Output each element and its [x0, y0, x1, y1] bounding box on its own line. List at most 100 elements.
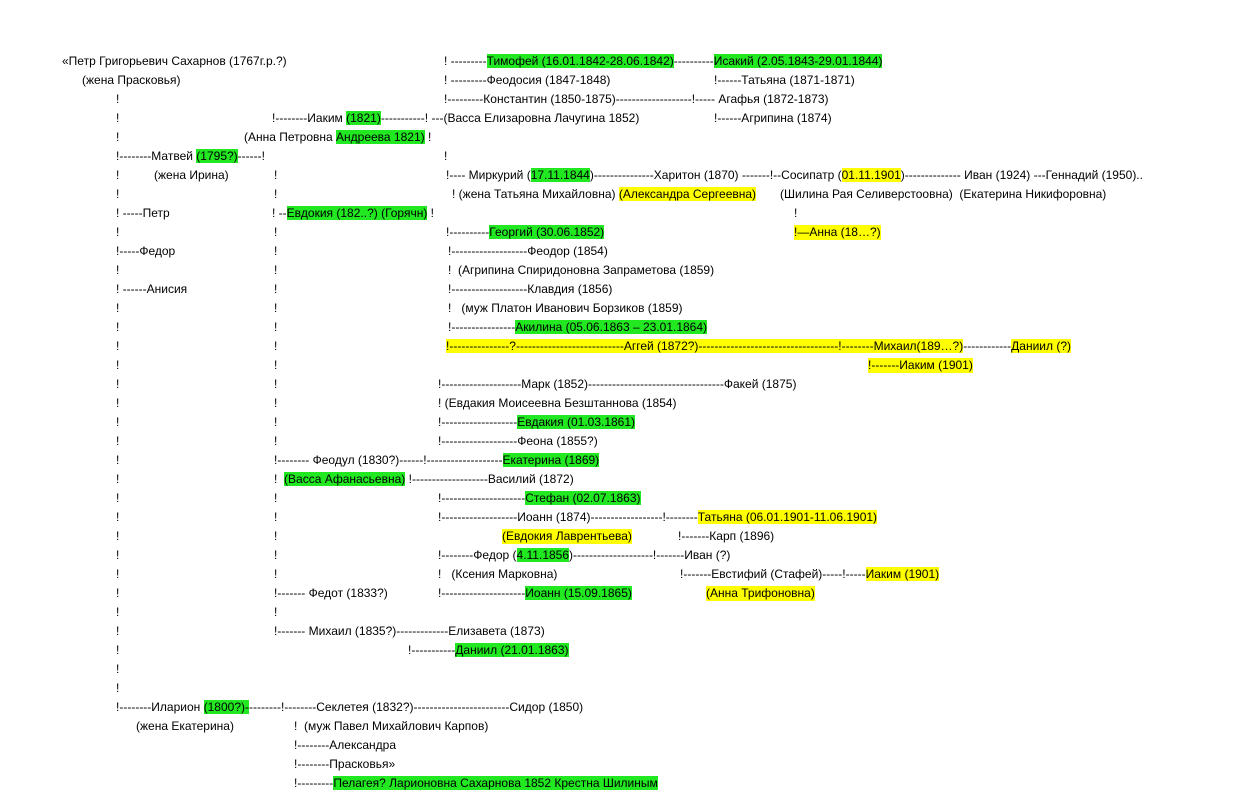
line-32-left: ! [116, 643, 120, 657]
line-15-left: ! [116, 320, 120, 334]
highlight-yellow: Татьяна (06.01.1901-11.06.1901) [697, 510, 878, 524]
line-16-left: ! [116, 339, 120, 353]
line-26-left: ! [116, 529, 120, 543]
line-7-bar: ! [274, 168, 278, 182]
highlight-green: Пелагея? Ларионовна Сахарнова 1852 Крест… [333, 776, 658, 790]
text: )---------------Харитон (1870) -------!-… [589, 168, 842, 182]
line-28-right: !-------Евстифий (Стафей)-----!-----Иаки… [680, 567, 940, 582]
line-13-left: ! ------Анисия [116, 282, 188, 296]
text: !-------- Феодул (1830?)------!---------… [274, 453, 503, 467]
line-18-bar: ! [274, 377, 278, 391]
line-24-bar: ! [274, 491, 278, 505]
line-6-mid: ! [444, 149, 448, 163]
line-27-bar: ! [274, 548, 278, 562]
highlight-yellow: 01.11.1901 [841, 168, 901, 182]
highlight-green: Евдакия (01.03.1861) [517, 415, 636, 429]
text: !--------------------- [438, 491, 526, 505]
line-36-spouse: (жена Екатерина) [136, 719, 234, 733]
highlight-green: Евдокия (182..?) (Горячн) [286, 206, 428, 220]
line-1-branch: ! ---------Тимофей (16.01.1842-28.06.184… [444, 54, 883, 69]
line-14-branch: ! (муж Платон Иванович Борзиков (1859) [448, 301, 683, 315]
highlight-yellow: Иаким (1901) [865, 567, 940, 581]
text: !-------Евстифий (Стафей)-----!----- [680, 567, 866, 581]
text: --------!--------Секлетея (1832?)-------… [248, 700, 584, 714]
line-7-branch: !---- Миркурий (17.11.1844)-------------… [446, 168, 1143, 183]
line-19-left: ! [116, 396, 120, 410]
line-14-bar: ! [274, 301, 278, 315]
text: !---------------- [448, 320, 516, 334]
line-2-left: (жена Прасковья) [82, 73, 181, 87]
line-19-branch: ! (Евдакия Моисеевна Безштаннова (1854) [438, 396, 677, 410]
line-31-left: ! [116, 624, 120, 638]
line-26-right: !-------Карп (1896) [678, 529, 775, 543]
line-11-left: !-----Федор [116, 244, 176, 258]
line-18-branch: !--------------------Марк (1852)--------… [438, 377, 797, 391]
text: !--------Иларион [116, 700, 204, 714]
highlight-green: (1821) [346, 111, 381, 125]
line-30-bar: ! [274, 605, 278, 619]
text: ! (жена Татьяна Михайловна) [452, 187, 619, 201]
line-25-bar: ! [274, 510, 278, 524]
line-12-left: ! [116, 263, 120, 277]
text: !----------- [408, 643, 456, 657]
highlight-green: Екатерина (1869) [502, 453, 600, 467]
line-11-bar: ! [274, 244, 278, 258]
line-21-branch: !-------------------Феона (1855?) [438, 434, 598, 448]
line-9-mid: ! --Евдокия (182..?) (Горячн) ! [272, 206, 434, 221]
line-7-spouse: (жена Ирина) [154, 168, 229, 182]
highlight-green: 4.11.1856 [516, 548, 570, 562]
text: !--------------------- [438, 586, 526, 600]
text: !--------Матвей [116, 149, 197, 163]
line-2-mid: ! ---------Феодосия (1847-1848) [444, 73, 611, 87]
line-8-branch: ! (жена Татьяна Михайловна) (Александра … [452, 187, 757, 202]
text: !------------------- [438, 415, 518, 429]
text: ! [427, 206, 435, 220]
line-36-right: ! (муж Павел Михайлович Карпов) [294, 719, 489, 733]
line-21-left: ! [116, 434, 120, 448]
line-31-mid: !------- Михаил (1835?)-------------Елиз… [274, 624, 545, 638]
line-4-right: !------Агрипина (1874) [714, 111, 832, 125]
line-34-left: ! [116, 681, 120, 695]
highlight-green: Тимофей (16.01.1842-28.06.1842) [486, 54, 674, 68]
text: ! [424, 130, 432, 144]
text: ------------ [963, 339, 1012, 353]
highlight-green: Иоанн (15.09.1865) [525, 586, 632, 600]
line-12-bar: ! [274, 263, 278, 277]
line-17-bar: ! [274, 358, 278, 372]
line-3-mid: !---------Константин (1850-1875)--------… [444, 92, 829, 106]
text: !-------------------Иоанн (1874)--------… [438, 510, 698, 524]
line-4-mid: !--------Иаким (1821)-----------! ---(Ва… [272, 111, 639, 126]
text: (Анна Петровна [244, 130, 337, 144]
line-22-mid: !-------- Феодул (1830?)------!---------… [274, 453, 600, 468]
line-32-branch: !-----------Даниил (21.01.1863) [408, 643, 569, 658]
line-14-left: ! [116, 301, 120, 315]
line-20-bar: ! [274, 415, 278, 429]
line-19-bar: ! [274, 396, 278, 410]
line-3-left: ! [116, 92, 120, 106]
highlight-green: Исакий (2.05.1843-29.01.1844) [713, 54, 883, 68]
line-2-right: !------Татьяна (1871-1871) [714, 73, 855, 87]
line-21-bar: ! [274, 434, 278, 448]
line-28-left: ! [116, 567, 120, 581]
line-15-bar: ! [274, 320, 278, 334]
line-10-right: !—Анна (18…?) [794, 225, 881, 240]
line-22-left: ! [116, 453, 120, 467]
line-25-branch: !-------------------Иоанн (1874)--------… [438, 510, 878, 525]
text: !--------- [294, 776, 334, 790]
text: !-------------------Василий (1872) [405, 472, 574, 486]
text: ! -- [272, 206, 287, 220]
highlight-green: (1800?)- [203, 700, 249, 714]
line-7-left: ! [116, 168, 120, 182]
line-13-bar: ! [274, 282, 278, 296]
highlight-green: (Васса Афанасьевна) [284, 472, 406, 486]
line-8-right: (Шилина Рая Селиверстоовна) (Екатерина Н… [780, 187, 1107, 201]
line-9-right: ! [794, 206, 798, 220]
line-26-bar: ! [274, 529, 278, 543]
highlight-green: Стефан (02.07.1863) [525, 491, 641, 505]
text: )-------------- Иван (1924) ---Геннадий … [900, 168, 1143, 182]
line-29-mid: !------- Федот (1833?) [274, 586, 388, 600]
line-11-branch: !-------------------Феодор (1854) [448, 244, 608, 258]
line-17-left: ! [116, 358, 120, 372]
highlight-yellow: !---------------?-----------------------… [446, 339, 964, 353]
highlight-yellow: (Александра Сергеевна) [618, 187, 757, 201]
